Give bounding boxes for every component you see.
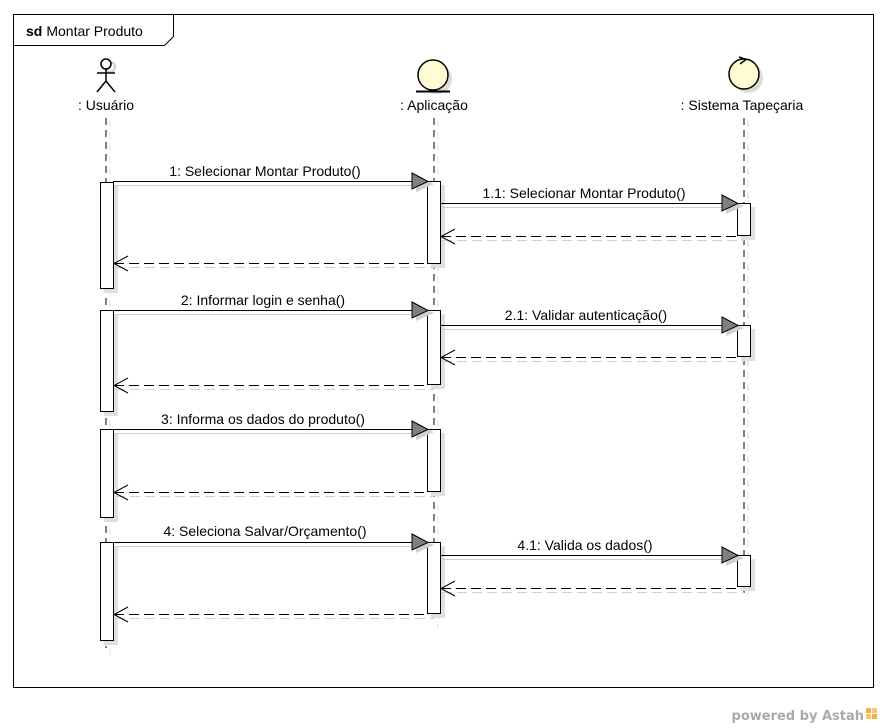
return-2.1 bbox=[439, 349, 744, 366]
sync-arrowhead bbox=[411, 533, 430, 551]
lifeline-label-sistema: : Sistema Tapeçaria bbox=[681, 97, 804, 113]
sync-arrowhead bbox=[721, 194, 740, 212]
watermark-text: powered by Astah bbox=[732, 709, 864, 724]
message-1: 1: Selecionar Montar Produto() bbox=[113, 163, 434, 192]
sync-arrowhead bbox=[411, 420, 430, 438]
boundary-icon bbox=[416, 59, 452, 94]
frame-keyword: sd bbox=[26, 23, 42, 39]
open-arrowhead bbox=[112, 255, 129, 272]
message-label: 4: Seleciona Salvar/Orçamento() bbox=[163, 523, 366, 539]
message-label: 3: Informa os dados do produto() bbox=[161, 411, 365, 427]
message-2.1: 2.1: Validar autenticação() bbox=[441, 307, 744, 336]
open-arrowhead bbox=[439, 228, 456, 245]
message-label: 2.1: Validar autenticação() bbox=[505, 307, 667, 323]
message-3: 3: Informa os dados do produto() bbox=[113, 411, 434, 440]
message-1.1: 1.1: Selecionar Montar Produto() bbox=[441, 185, 744, 214]
return-1 bbox=[112, 255, 434, 272]
message-2: 2: Informar login e senha() bbox=[113, 292, 434, 321]
message-4: 4: Seleciona Salvar/Orçamento() bbox=[113, 523, 434, 553]
message-label: 2: Informar login e senha() bbox=[181, 292, 345, 308]
sync-arrowhead bbox=[411, 172, 430, 190]
message-label: 1: Selecionar Montar Produto() bbox=[169, 163, 360, 179]
message-4.1: 4.1: Valida os dados() bbox=[441, 537, 744, 566]
sync-arrowhead bbox=[721, 546, 740, 564]
astah-watermark: powered by Astah bbox=[732, 708, 877, 724]
lifeline-label-aplicacao: : Aplicação bbox=[400, 97, 468, 113]
message-label: 1.1: Selecionar Montar Produto() bbox=[482, 185, 685, 201]
return-2 bbox=[112, 377, 434, 394]
open-arrowhead bbox=[112, 484, 129, 501]
sync-arrowhead bbox=[721, 316, 740, 334]
open-arrowhead bbox=[439, 580, 456, 597]
lifeline-label-usuario: : Usuário bbox=[78, 97, 134, 113]
activation-bars bbox=[100, 181, 755, 645]
open-arrowhead bbox=[112, 606, 129, 623]
message-label: 4.1: Valida os dados() bbox=[517, 537, 652, 553]
lifeline-sistema: : Sistema Tapeçaria bbox=[681, 56, 804, 600]
return-4.1 bbox=[439, 580, 744, 597]
actor-icon bbox=[96, 58, 116, 93]
frame-name: Montar Produto bbox=[46, 23, 143, 39]
sync-arrowhead bbox=[411, 301, 430, 319]
astah-logo-icon bbox=[866, 708, 877, 719]
control-icon bbox=[728, 56, 763, 93]
open-arrowhead bbox=[112, 377, 129, 394]
return-1.1 bbox=[439, 228, 744, 245]
return-4 bbox=[112, 606, 434, 623]
messages: 1: Selecionar Montar Produto() 1.1: Sele… bbox=[112, 163, 744, 623]
open-arrowhead bbox=[439, 349, 456, 366]
return-3 bbox=[112, 484, 434, 501]
